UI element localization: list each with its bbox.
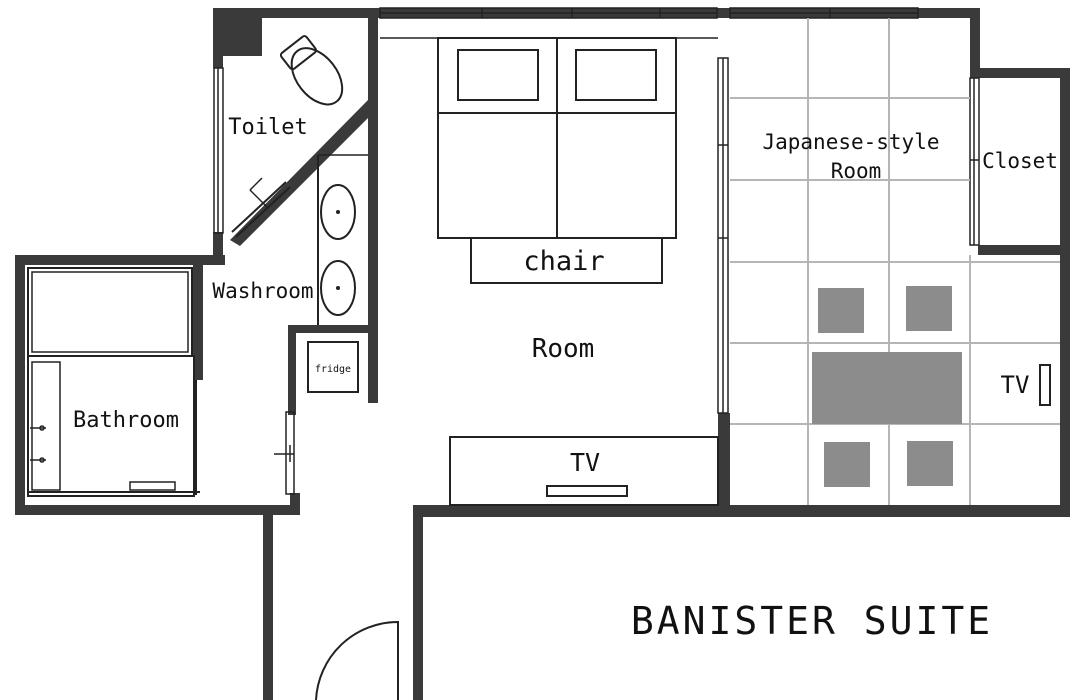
vanity	[317, 154, 368, 325]
label-fridge: fridge	[315, 364, 351, 375]
windows	[195, 7, 980, 700]
label-closet: Closet	[982, 149, 1058, 173]
labels: Toilet Washroom Bathroom fridge Room cha…	[73, 115, 1058, 643]
label-japanese-room-line2: Room	[831, 159, 882, 183]
tatami-grid	[730, 18, 1060, 505]
label-tv-room: TV	[570, 448, 600, 477]
label-washroom: Washroom	[212, 279, 313, 303]
fridge-box	[307, 341, 359, 393]
shower-area	[27, 355, 200, 497]
low-table-set	[812, 286, 962, 487]
label-toilet: Toilet	[228, 115, 307, 140]
label-room: Room	[532, 334, 595, 364]
suite-title: BANISTER SUITE	[631, 599, 993, 643]
label-japanese-room-line1: Japanese-style	[762, 130, 939, 154]
label-bathroom: Bathroom	[73, 408, 179, 433]
toilet-fixture	[279, 35, 344, 106]
label-chair: chair	[523, 246, 604, 277]
beds	[437, 37, 677, 239]
label-tv-japanese: TV	[1001, 371, 1030, 399]
bathtub	[27, 267, 193, 357]
tv-japanese-room	[1039, 364, 1051, 406]
tv-cabinet	[449, 436, 719, 506]
chair-bench	[470, 237, 663, 284]
